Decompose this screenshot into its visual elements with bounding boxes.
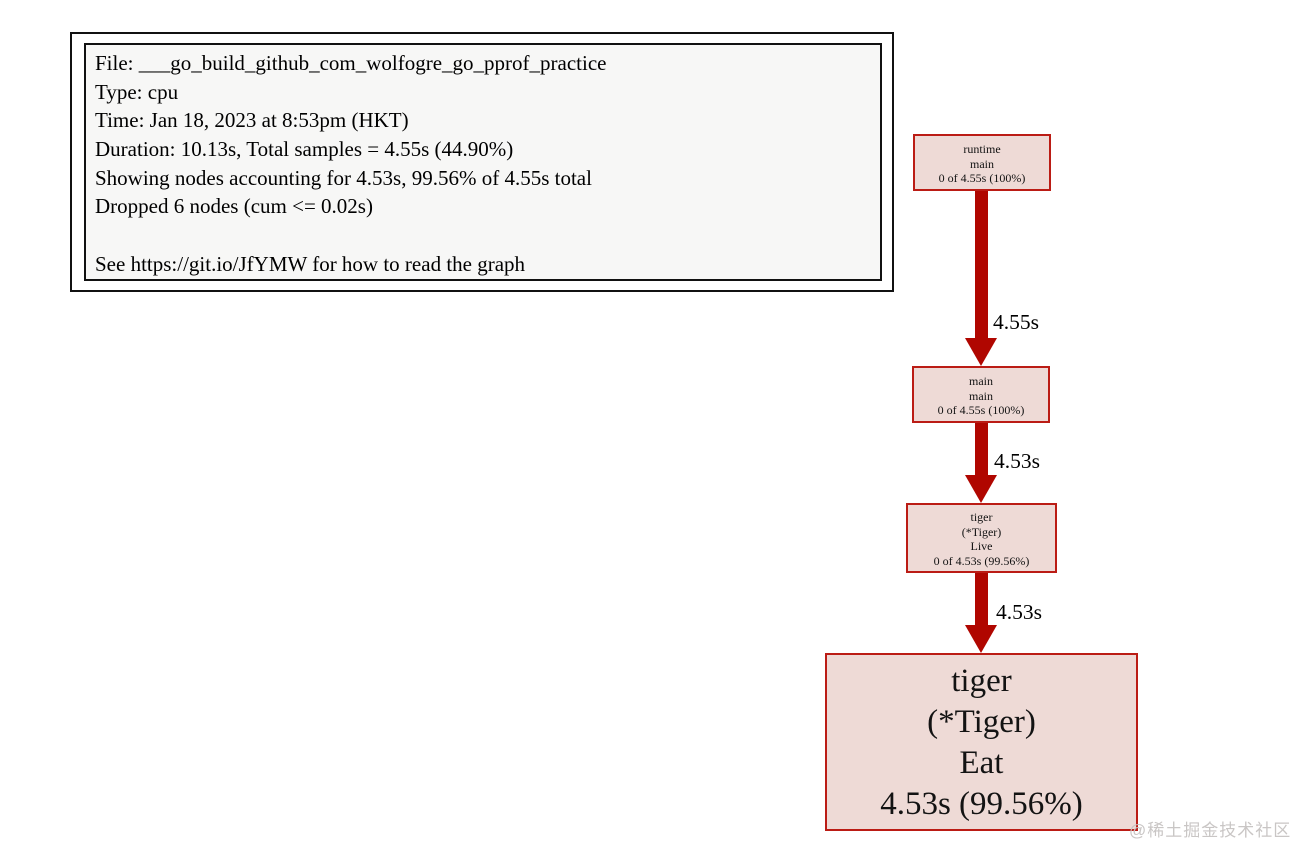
edge-arrowhead-icon bbox=[965, 338, 997, 366]
node-label-line: 0 of 4.55s (100%) bbox=[938, 171, 1026, 186]
edge-runtime-main-to-main-main-stem bbox=[975, 191, 988, 339]
legend-line-type: Type: cpu bbox=[95, 79, 179, 104]
node-label-line: 4.53s (99.56%) bbox=[880, 786, 1083, 822]
edge-arrowhead-icon bbox=[965, 625, 997, 653]
watermark: @稀土掘金技术社区 bbox=[1129, 821, 1292, 840]
node-runtime-main: runtime main 0 of 4.55s (100%) bbox=[913, 134, 1051, 191]
node-label-line: main bbox=[970, 156, 994, 171]
node-label-line: tiger bbox=[951, 663, 1012, 699]
legend-line-file: File: ___go_build_github_com_wolfogre_go… bbox=[95, 51, 607, 75]
legend-line-time: Time: Jan 18, 2023 at 8:53pm (HKT) bbox=[95, 108, 409, 133]
node-main-main: main main 0 of 4.55s (100%) bbox=[912, 366, 1050, 423]
node-label-line: runtime bbox=[963, 142, 1001, 156]
node-label-line: Live bbox=[970, 539, 993, 554]
node-label-line: 0 of 4.55s (100%) bbox=[937, 403, 1025, 418]
edge-tiger-live-to-tiger-eat-stem bbox=[975, 573, 988, 626]
edge-weight-label: 4.55s bbox=[993, 310, 1039, 334]
edge-arrowhead-icon bbox=[965, 475, 997, 503]
edge-main-main-to-tiger-live-stem bbox=[975, 423, 988, 476]
node-label-line: (*Tiger) bbox=[961, 524, 1002, 539]
legend-line-showing: Showing nodes accounting for 4.53s, 99.5… bbox=[95, 165, 592, 190]
node-label-line: Eat bbox=[959, 745, 1004, 781]
node-label-line: main bbox=[969, 374, 993, 388]
node-label-line: 0 of 4.53s (99.56%) bbox=[933, 553, 1030, 568]
legend-line-blank bbox=[95, 221, 872, 250]
legend-box: File: ___go_build_github_com_wolfogre_go… bbox=[70, 32, 894, 292]
legend-line-dropped: Dropped 6 nodes (cum <= 0.02s) bbox=[95, 194, 373, 219]
node-tiger-eat: tiger (*Tiger) Eat 4.53s (99.56%) bbox=[825, 653, 1138, 831]
node-label-line: (*Tiger) bbox=[927, 704, 1036, 740]
legend-line-help: See https://git.io/JfYMW for how to read… bbox=[95, 251, 526, 276]
edge-weight-label: 4.53s bbox=[996, 600, 1042, 624]
edge-weight-label: 4.53s bbox=[994, 449, 1040, 473]
legend-inner-box: File: ___go_build_github_com_wolfogre_go… bbox=[84, 43, 882, 281]
node-tiger-live: tiger (*Tiger) Live 0 of 4.53s (99.56%) bbox=[906, 503, 1057, 573]
legend-line-duration: Duration: 10.13s, Total samples = 4.55s … bbox=[95, 137, 514, 162]
node-label-line: main bbox=[969, 388, 993, 403]
node-label-line: tiger bbox=[970, 510, 993, 524]
